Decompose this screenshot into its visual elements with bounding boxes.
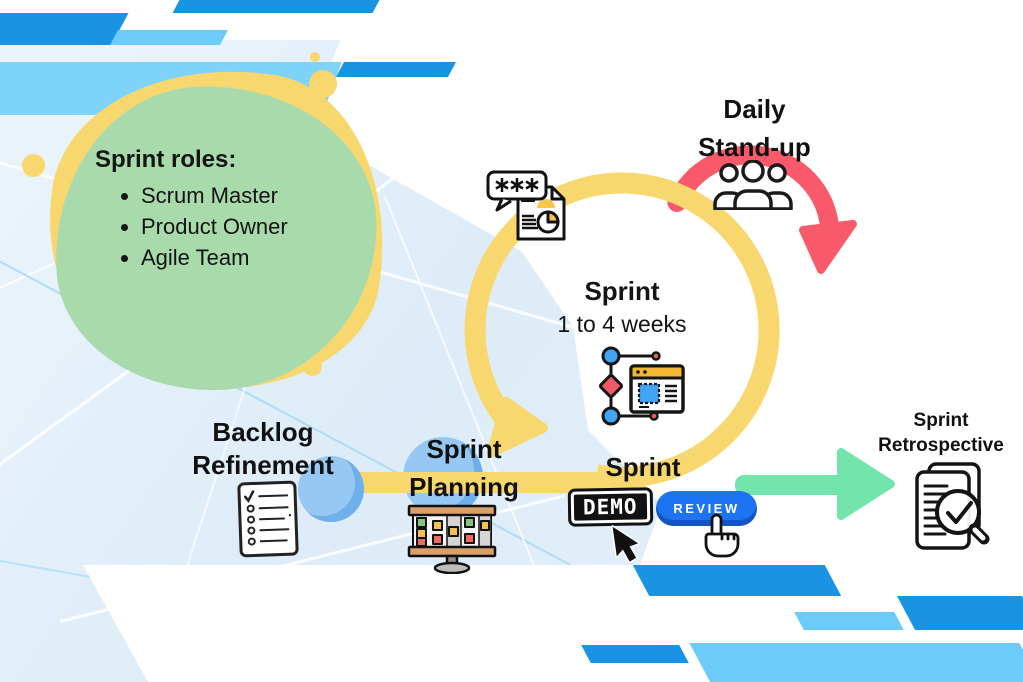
retrospective-magnifier-icon bbox=[915, 462, 990, 550]
daily-label-line2: Stand-up bbox=[698, 132, 811, 162]
review-button[interactable]: REVIEW bbox=[656, 491, 757, 526]
daily-standup-arc-arrow bbox=[667, 145, 857, 274]
role-item: Agile Team bbox=[141, 242, 345, 273]
sprint-loop-duration: 1 to 4 weeks bbox=[557, 311, 687, 337]
stripe-bottom-2 bbox=[896, 596, 1023, 630]
stripe-bottom-3 bbox=[794, 612, 904, 630]
stripe-top-1 bbox=[172, 0, 380, 13]
sprint-planning-label: Sprint Planning bbox=[374, 430, 554, 506]
sprint-roles-list: Scrum Master Product Owner Agile Team bbox=[95, 180, 345, 273]
team-people-icon bbox=[713, 160, 793, 210]
demo-stamp-text: DEMO bbox=[573, 493, 647, 521]
daily-label-line1: Daily bbox=[723, 94, 786, 124]
yellow-dot bbox=[303, 357, 322, 376]
sprint-roles-title: Sprint roles: bbox=[95, 146, 237, 173]
sprint-retrospective-label: Sprint Retrospective bbox=[851, 408, 1023, 458]
sprint-loop-title: Sprint bbox=[584, 276, 660, 306]
stripe-bottom-1 bbox=[632, 565, 842, 596]
stripe-bottom-5 bbox=[689, 643, 1023, 682]
stripe-top-4 bbox=[336, 62, 456, 77]
workflow-window-icon bbox=[599, 346, 685, 426]
retrospective-arrow bbox=[735, 448, 895, 520]
checklist-icon bbox=[237, 480, 299, 558]
sprint-loop-arrow bbox=[464, 172, 780, 488]
daily-standup-label: Daily Stand-up bbox=[672, 90, 837, 166]
yellow-dot bbox=[310, 52, 320, 62]
backlog-label-line1: Backlog bbox=[212, 417, 314, 447]
cursor-arrow-icon bbox=[611, 525, 640, 564]
planning-label-line1: Sprint bbox=[426, 434, 502, 464]
sprint-roles-panel: Sprint roles: Scrum Master Product Owner… bbox=[95, 146, 345, 273]
hand-pointer-icon bbox=[704, 513, 740, 558]
role-item: Product Owner bbox=[141, 211, 345, 242]
stripe-top-2 bbox=[0, 13, 129, 45]
stripe-top-3 bbox=[110, 30, 228, 45]
stripe-bottom-4 bbox=[581, 645, 689, 663]
scrum-board-icon bbox=[407, 504, 497, 574]
yellow-dot bbox=[22, 154, 45, 177]
backlog-node-circle bbox=[298, 456, 364, 522]
backlog-refinement-label: Backlog Refinement bbox=[145, 416, 381, 482]
sprint-loop-label: Sprint 1 to 4 weeks bbox=[540, 276, 704, 338]
planning-label-line2: Planning bbox=[409, 472, 519, 502]
backlog-label-line2: Refinement bbox=[192, 450, 334, 480]
retro-label-line1: Sprint bbox=[913, 410, 969, 431]
role-item: Scrum Master bbox=[141, 180, 345, 211]
flow-band bbox=[334, 472, 646, 493]
retro-label-line2: Retrospective bbox=[878, 435, 1004, 456]
yellow-dot bbox=[309, 70, 337, 98]
report-chat-icon bbox=[486, 170, 566, 241]
sprint-review-label: Sprint bbox=[605, 452, 681, 482]
